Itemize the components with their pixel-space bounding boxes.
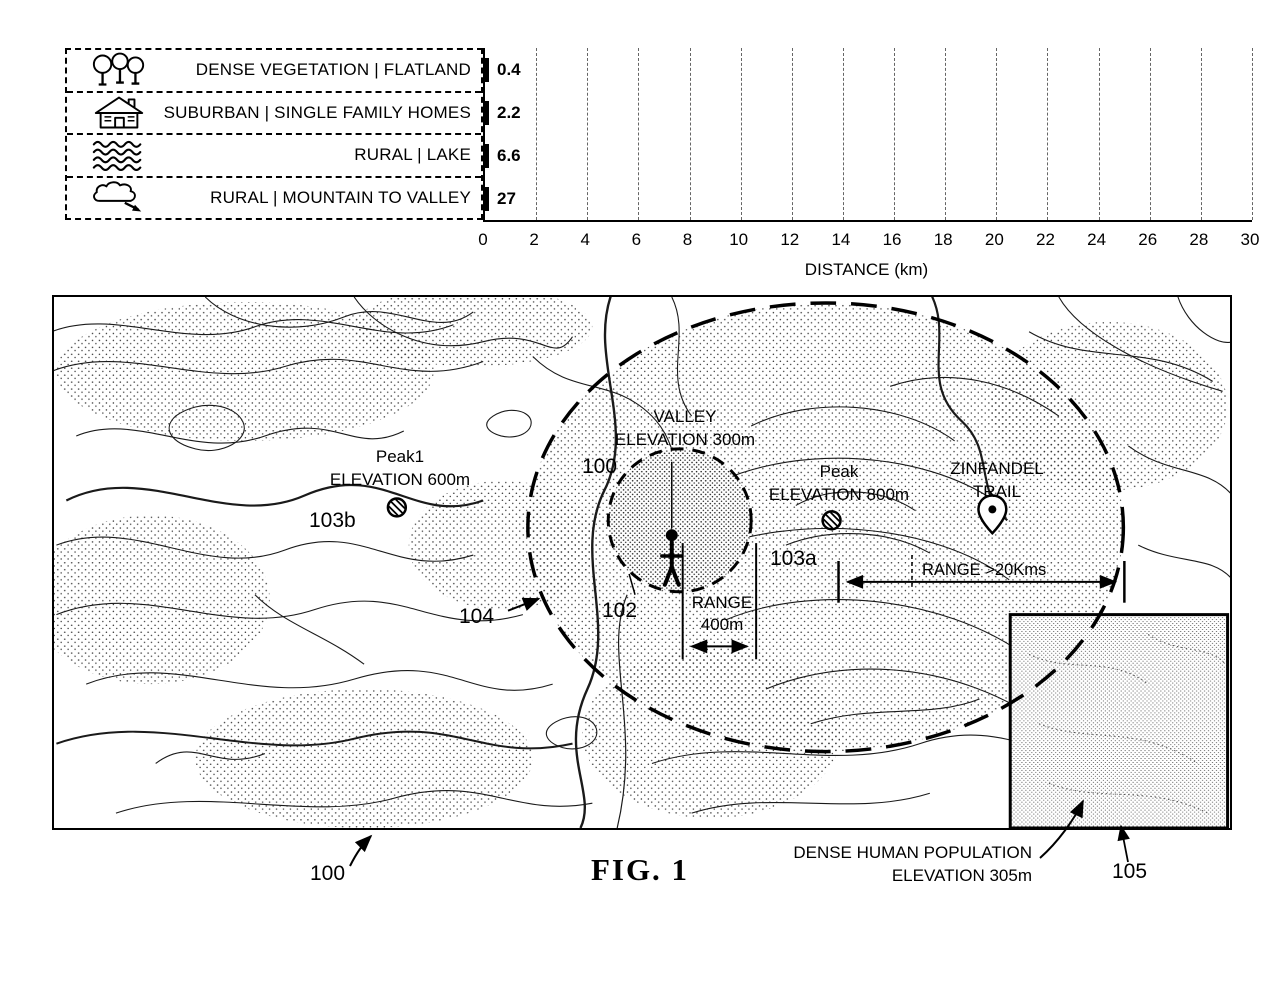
bar-value-label: 0.4 [497,59,521,79]
gridline [945,48,947,220]
legend-row: RURAL | LAKE [67,135,481,178]
map-art [54,297,1230,828]
inner-range-circle [606,447,753,594]
bar-value-label: 2.2 [497,102,521,122]
trail-pin-icon [977,494,1008,535]
x-tick-label: 24 [1087,230,1107,249]
legend-row: RURAL | MOUNTAIN TO VALLEY [67,178,481,219]
gridline [1098,48,1100,220]
mountain-wind-icon [93,181,142,212]
gridline [689,48,691,220]
x-tick-label: 30 [1240,230,1260,249]
ref-100-arrow [349,834,373,867]
x-tick-label: 0 [478,230,488,249]
gridline [1252,48,1253,220]
chart-plot: 0.4 2.2 6.6 27 [483,48,1253,222]
trees-icon [79,51,159,89]
gridline [1149,48,1151,220]
bar [485,57,489,82]
range-20km-label: RANGE >20Kms [922,561,1047,579]
bar [485,100,489,125]
x-tick-label: 20 [984,230,1004,249]
legend-label: DENSE VEGETATION | FLATLAND [195,60,471,80]
ref-100-bottom: 100 [310,862,346,885]
legend-row: SUBURBAN | SINGLE FAMILY HOMES [67,93,481,135]
mountain-wind-icon [79,179,159,217]
x-tick-label: 28 [1189,230,1209,249]
ref-104-arrow [507,597,541,612]
trees-icon [92,52,145,86]
range-400m-arrow [681,543,758,660]
bar-value-label: 6.6 [497,145,521,165]
bar-row: 2.2 [485,100,521,125]
legend-label: RURAL | LAKE [354,145,471,165]
legend-row: DENSE VEGETATION | FLATLAND [67,50,481,93]
distance-bar-chart: DENSE VEGETATION | FLATLAND SUBURBAN | S… [65,48,1259,288]
ref-103b: 103b [309,509,356,532]
peak1-marker-icon [386,497,408,518]
x-tick-label: 18 [933,230,953,249]
gridline [842,48,844,220]
bar-row: 27 [485,186,516,211]
house-icon [79,94,159,132]
x-tick-label: 12 [780,230,800,249]
coverage-ellipse [526,301,1126,754]
legend-label: SUBURBAN | SINGLE FAMILY HOMES [163,102,471,122]
house-icon [94,96,144,129]
x-tick-label: 16 [882,230,902,249]
gridline [536,48,538,220]
x-tick-label: 22 [1035,230,1055,249]
bar [485,143,489,168]
x-tick-label: 26 [1138,230,1158,249]
legend-label: RURAL | MOUNTAIN TO VALLEY [210,187,471,207]
x-tick-label: 10 [729,230,749,249]
gridline [638,48,640,220]
x-tick-label: 8 [682,230,693,249]
bar-row: 6.6 [485,143,521,168]
water-waves-icon [79,136,159,174]
bar [485,186,489,211]
x-tick-label: 14 [831,230,851,249]
dense-population-area [1008,613,1230,828]
x-tick-label: 6 [631,230,642,249]
gridline [1047,48,1049,220]
gridline [740,48,742,220]
range-20km-arrow [837,555,1126,603]
bar-value-label: 27 [497,188,516,208]
contour-lines [54,297,1230,828]
gridline [894,48,896,220]
ref-102: 102 [602,599,638,622]
ref-102-leader [628,573,636,595]
x-tick-label: 2 [529,230,539,249]
x-tick-label: 4 [580,230,590,249]
ref-104: 104 [459,605,495,628]
water-waves-icon [92,141,142,172]
peak-marker-icon [821,510,842,531]
gridline [1200,48,1202,220]
chart-legend: DENSE VEGETATION | FLATLAND SUBURBAN | S… [65,48,483,220]
ref-100-map: 100 [582,455,618,478]
gridline [791,48,793,220]
person-icon [660,529,684,587]
gridline [587,48,589,220]
figure-caption: FIG. 1 [590,852,690,887]
ref-105: 105 [1112,860,1148,883]
ref-105-leader [1117,824,1130,863]
gridline [996,48,998,220]
x-axis-title: DISTANCE (km) [804,260,929,279]
ref-103a: 103a [770,547,817,570]
bar-row: 0.4 [485,57,521,82]
